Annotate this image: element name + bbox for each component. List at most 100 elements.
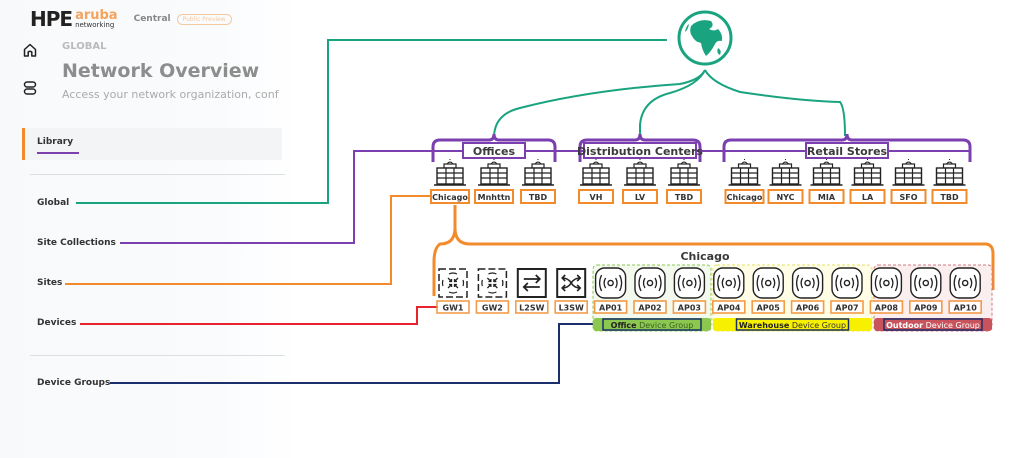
access-point-icon	[713, 267, 745, 299]
ap-center	[883, 279, 890, 287]
access-point-icon	[910, 267, 942, 299]
tab-library[interactable]: Library	[22, 128, 282, 160]
ap-frame	[949, 267, 981, 299]
site-label-box	[724, 189, 765, 204]
building-grid	[481, 168, 507, 184]
global-connector	[76, 39, 667, 204]
brand-logo[interactable]: HPE aruba networking Central Public Prev…	[30, 7, 232, 31]
layers-icon[interactable]	[22, 80, 38, 96]
site-node: TBD	[931, 159, 968, 204]
device-node: AP05	[751, 267, 786, 314]
building-grid	[772, 168, 799, 184]
device-node: AP08	[869, 267, 904, 314]
access-point-icon	[791, 267, 824, 299]
building-body	[626, 167, 654, 185]
switch-frame	[516, 268, 547, 298]
device-group-label-box	[735, 318, 850, 331]
building-dome	[533, 159, 543, 165]
ap-center	[764, 279, 772, 287]
device-label: GW1	[443, 304, 464, 313]
gateway-waves	[441, 272, 465, 294]
l2-switch-icon	[516, 268, 547, 298]
ap-center	[607, 279, 614, 287]
site-label-box	[474, 189, 514, 204]
access-point-icon	[752, 267, 784, 299]
device-label: AP07	[835, 304, 858, 313]
legend-site-collections: Site Collections	[37, 238, 116, 248]
ap-waves	[638, 274, 662, 292]
device-label: AP06	[796, 304, 820, 313]
collection-label: Distribution Centers	[577, 145, 703, 158]
site-label: Mnhttn	[478, 193, 511, 202]
product-name: Central	[133, 14, 171, 24]
site-node: LA	[849, 159, 886, 204]
global-brace	[704, 69, 846, 137]
scope-label: GLOBAL	[62, 41, 107, 52]
device-label-box	[790, 300, 825, 314]
ap-frame	[910, 267, 942, 299]
ap-center	[922, 279, 930, 287]
device-node: GW1	[436, 268, 470, 314]
building-icon	[810, 159, 843, 186]
device-group-bar	[593, 318, 711, 331]
tab-active-underline	[37, 152, 79, 154]
device-label: AP10	[954, 304, 978, 313]
device-group-label: Outdoor Device Group	[886, 321, 980, 330]
device-label: AP01	[599, 304, 623, 313]
building-icon	[580, 159, 612, 186]
site-label: MIA	[818, 193, 836, 202]
site-node: Mnhttn	[474, 159, 514, 204]
ap-center	[646, 279, 654, 287]
continent-fragment	[685, 24, 689, 32]
ap-center	[804, 279, 811, 287]
gateway-frame	[477, 268, 508, 298]
device-label-box	[672, 300, 707, 314]
device-label-box	[436, 300, 470, 314]
access-point-icon	[949, 267, 981, 299]
ap-waves	[953, 274, 977, 292]
continents	[690, 20, 723, 57]
ap-waves	[717, 274, 741, 292]
site-label: LV	[635, 193, 646, 202]
collection-brace	[722, 133, 972, 162]
site-label-box	[520, 189, 556, 204]
device-label: AP04	[717, 304, 741, 313]
device-node: GW2	[475, 268, 510, 314]
device-node: AP07	[830, 267, 864, 314]
building-icon	[478, 159, 510, 186]
building-dome	[591, 159, 601, 165]
tab-library-label: Library	[37, 137, 74, 147]
building-icon	[668, 159, 700, 186]
building-body	[771, 167, 800, 185]
device-label-box	[830, 300, 864, 314]
page-title: Network Overview	[62, 60, 260, 82]
ap-center	[686, 279, 693, 287]
building-grid	[525, 168, 551, 184]
building-body	[894, 167, 923, 185]
device-group-bar	[874, 318, 992, 331]
home-icon[interactable]	[22, 42, 38, 58]
site-label-box	[622, 189, 658, 204]
site-node: Chicago	[724, 159, 765, 204]
access-point-icon	[634, 267, 666, 299]
page-subtitle: Access your network organization, conf	[62, 88, 279, 101]
gateway-icon	[438, 268, 468, 298]
site-label: LA	[862, 193, 874, 202]
device-label-box	[908, 300, 943, 314]
expanded-site-label: Chicago	[680, 250, 729, 263]
device-node: AP04	[711, 267, 746, 314]
building-grid	[936, 168, 963, 184]
hpe-logo-text: HPE	[30, 7, 73, 31]
site-label-box	[849, 189, 886, 204]
device-label-box	[514, 300, 549, 314]
site-label: VH	[590, 193, 603, 202]
device-label: AP03	[678, 304, 701, 313]
access-point-icon	[594, 267, 627, 299]
building-icon	[522, 159, 554, 186]
legend-global: Global	[37, 198, 70, 208]
gateway-waves	[481, 272, 504, 294]
ap-frame	[594, 267, 627, 299]
divider	[30, 174, 285, 175]
ap-waves	[677, 274, 702, 292]
